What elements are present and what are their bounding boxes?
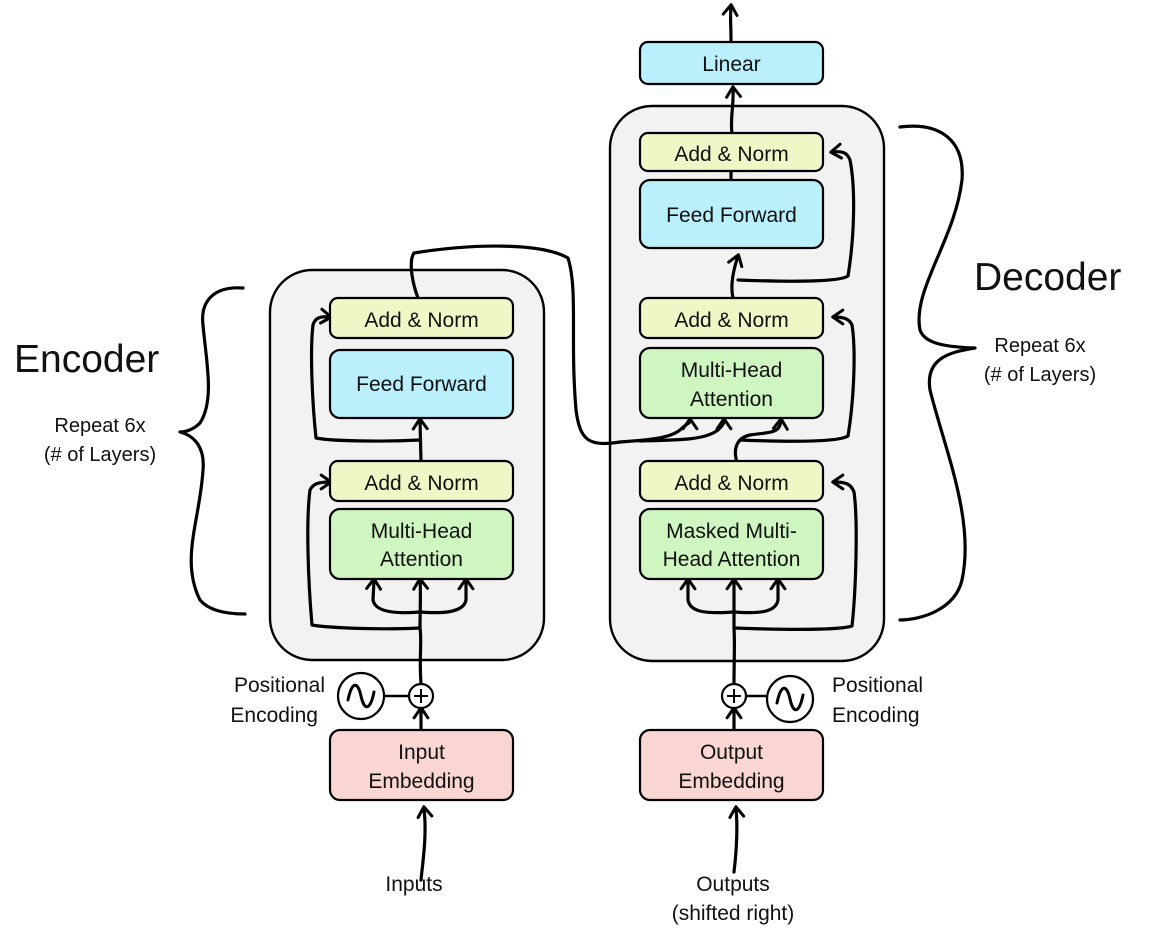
svg-text:Linear: Linear	[702, 53, 760, 76]
encoder-add-norm-top: Add & Norm	[328, 296, 515, 340]
svg-text:Encoding: Encoding	[230, 704, 318, 727]
inputs-label: Inputs	[385, 873, 442, 896]
svg-text:Add & Norm: Add & Norm	[674, 472, 788, 495]
decoder-connections	[679, 3, 858, 874]
svg-text:Attention: Attention	[380, 548, 463, 571]
svg-text:Embedding: Embedding	[678, 770, 784, 793]
decoder-repeat-line1: Repeat 6x	[994, 335, 1085, 357]
svg-text:Positional: Positional	[832, 674, 923, 697]
decoder-output-embedding: Output Embedding	[638, 728, 825, 802]
encoder-multi-head-attention: Multi-Head Attention	[328, 507, 515, 581]
sine-wave-icon	[775, 686, 805, 712]
svg-text:Masked Multi-: Masked Multi-	[666, 520, 797, 543]
svg-text:Head Attention: Head Attention	[663, 548, 801, 571]
encoder-add-norm-bottom: Add & Norm	[328, 459, 515, 503]
svg-text:Multi-Head: Multi-Head	[371, 520, 473, 543]
svg-text:Encoding: Encoding	[832, 704, 920, 727]
decoder-add-norm-bottom: Add & Norm	[638, 459, 825, 503]
svg-text:Add & Norm: Add & Norm	[364, 472, 478, 495]
decoder-title: Decoder	[974, 256, 1121, 299]
encoder-input-embedding: Input Embedding	[328, 728, 515, 802]
decoder-positional-encoding: Positional Encoding	[720, 674, 923, 727]
svg-text:Attention: Attention	[690, 388, 773, 411]
encoder-positional-encoding: Positional Encoding	[230, 671, 435, 727]
decoder-add-norm-top: Add & Norm	[638, 131, 825, 173]
svg-text:Add & Norm: Add & Norm	[674, 143, 788, 166]
svg-text:Embedding: Embedding	[368, 770, 474, 793]
outputs-label-line2: (shifted right)	[672, 902, 795, 925]
decoder-linear: Linear	[638, 40, 825, 86]
svg-text:Feed Forward: Feed Forward	[666, 204, 797, 227]
svg-text:Add & Norm: Add & Norm	[364, 309, 478, 332]
encoder-feed-forward: Feed Forward	[328, 348, 515, 420]
decoder-cross-attention: Multi-Head Attention	[638, 346, 825, 420]
encoder-repeat-brace	[178, 286, 247, 616]
svg-text:Output: Output	[700, 741, 763, 764]
encoder-connections	[306, 244, 733, 882]
outputs-label-line1: Outputs	[696, 873, 770, 896]
svg-text:Feed Forward: Feed Forward	[356, 373, 487, 396]
sine-wave-icon	[346, 683, 376, 709]
svg-text:Positional: Positional	[234, 674, 325, 697]
encoder-title: Encoder	[14, 338, 159, 381]
encoder-repeat-line1: Repeat 6x	[54, 415, 145, 437]
decoder-masked-attention: Masked Multi- Head Attention	[638, 507, 825, 581]
decoder-feed-forward: Feed Forward	[638, 178, 825, 250]
encoder-repeat-line2: (# of Layers)	[44, 444, 156, 466]
decoder-repeat-line2: (# of Layers)	[984, 364, 1096, 386]
decoder-add-norm-middle: Add & Norm	[638, 296, 825, 340]
decoder-repeat-brace	[898, 124, 977, 622]
svg-text:Input: Input	[398, 741, 445, 764]
svg-text:Add & Norm: Add & Norm	[674, 309, 788, 332]
svg-text:Multi-Head: Multi-Head	[681, 359, 783, 382]
